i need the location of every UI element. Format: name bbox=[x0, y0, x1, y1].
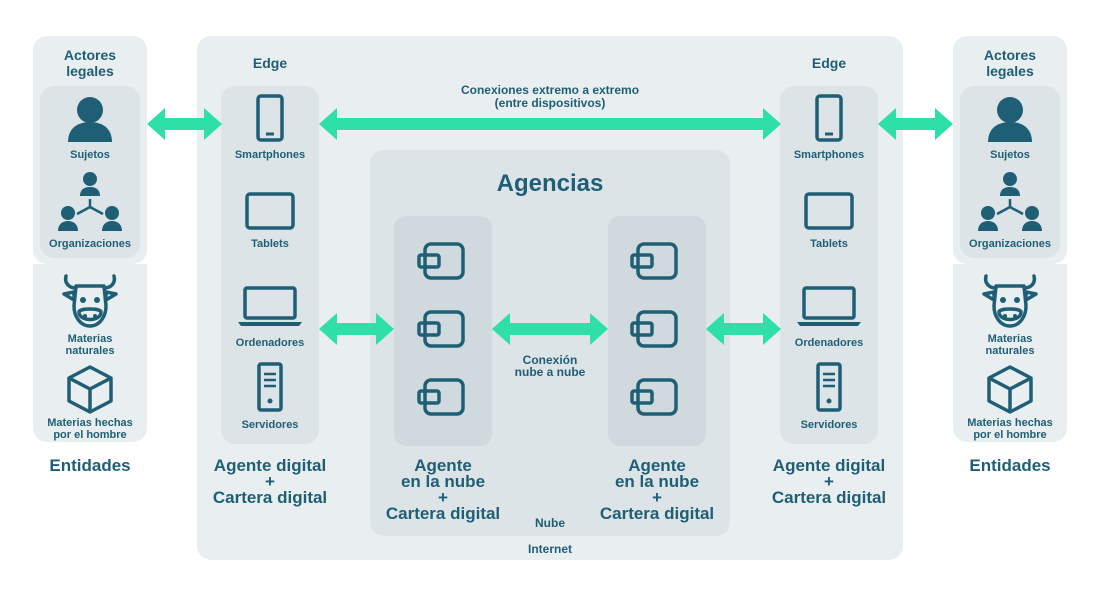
tablet-icon bbox=[245, 192, 295, 230]
cloud-agent-icon bbox=[417, 242, 465, 280]
left-natural-label-1: Materias bbox=[67, 333, 113, 345]
left-manmade-label-2: por el hombre bbox=[53, 429, 127, 441]
cow-icon bbox=[62, 274, 118, 328]
cloud-connection-label-2: nube a nube bbox=[514, 365, 586, 379]
arrow-entities-edge-right bbox=[878, 108, 953, 140]
cube-icon bbox=[987, 365, 1033, 414]
agencies-title: Agencias bbox=[496, 170, 604, 197]
left-entities-label: Entidades bbox=[49, 456, 131, 475]
left-natural-label-2: naturales bbox=[65, 345, 115, 357]
edge-right-servers-label: Servidores bbox=[800, 419, 858, 431]
edge-left-title: Edge bbox=[252, 55, 288, 71]
cloud-agent-icon bbox=[417, 378, 465, 416]
cloud-agent-icon bbox=[630, 378, 678, 416]
edge-right-smartphones-label: Smartphones bbox=[793, 149, 865, 161]
right-entities-label: Entidades bbox=[969, 456, 1051, 475]
arrow-cloud-to-cloud bbox=[492, 313, 608, 345]
cloud-agent-right-label-1: Agente bbox=[628, 456, 686, 475]
smartphone-icon bbox=[256, 94, 284, 142]
server-icon bbox=[816, 362, 842, 412]
end-to-end-label-1: Conexiones extremo a extremo bbox=[460, 83, 640, 97]
cloud-agent-icon bbox=[630, 242, 678, 280]
edge-right-title: Edge bbox=[811, 55, 847, 71]
tablet-icon bbox=[804, 192, 854, 230]
edge-left-servers-label: Servidores bbox=[241, 419, 299, 431]
right-natural-label-2: naturales bbox=[985, 345, 1035, 357]
cloud-agent-left-label-4: Cartera digital bbox=[385, 504, 501, 523]
person-icon bbox=[68, 97, 112, 142]
cube-icon bbox=[67, 365, 113, 414]
cloud-agent-right-label-4: Cartera digital bbox=[599, 504, 715, 523]
right-manmade-label-2: por el hombre bbox=[973, 429, 1047, 441]
cloud-agent-right-column bbox=[608, 216, 706, 446]
cloud-agent-left-label-3: + bbox=[438, 488, 448, 507]
cloud-agent-right-label-2: en la nube bbox=[614, 472, 700, 491]
edge-right-computers-label: Ordenadores bbox=[794, 337, 864, 349]
left-organizations-label: Organizaciones bbox=[49, 238, 131, 250]
edge-left-smartphones-label: Smartphones bbox=[234, 149, 306, 161]
left-manmade-label-1: Materias hechas bbox=[47, 417, 133, 429]
left-legal-actors-title-2: legales bbox=[66, 63, 114, 79]
cloud-agent-left-column bbox=[394, 216, 492, 446]
right-legal-actors-title-1: Actores bbox=[983, 47, 1037, 63]
laptop-icon bbox=[797, 286, 861, 326]
right-natural-label-1: Materias bbox=[987, 333, 1033, 345]
edge-right-agent-label-1: Agente digital bbox=[772, 456, 886, 475]
internet-label: Internet bbox=[527, 542, 572, 556]
right-subjects-label: Sujetos bbox=[990, 149, 1030, 161]
edge-left-tablets-label: Tablets bbox=[251, 238, 289, 250]
edge-left-agent-label-1: Agente digital bbox=[213, 456, 327, 475]
organization-icon bbox=[978, 172, 1042, 231]
edge-left-computers-label: Ordenadores bbox=[235, 337, 305, 349]
edge-left-devices-panel bbox=[221, 86, 319, 444]
laptop-icon bbox=[238, 286, 302, 326]
cow-icon bbox=[982, 274, 1038, 328]
left-legal-actors-title-1: Actores bbox=[63, 47, 117, 63]
cloud-agent-right-label-3: + bbox=[652, 488, 662, 507]
cloud-agent-left-label-1: Agente bbox=[414, 456, 472, 475]
cloud-agent-left-label-2: en la nube bbox=[400, 472, 486, 491]
cloud-agent-icon bbox=[630, 310, 678, 348]
server-icon bbox=[257, 362, 283, 412]
cloud-connection-label-1: Conexión bbox=[522, 353, 578, 367]
arrow-entities-edge-left bbox=[147, 108, 222, 140]
organization-icon bbox=[58, 172, 122, 231]
edge-left-agent-label-2: + bbox=[265, 472, 275, 491]
edge-right-devices-panel bbox=[780, 86, 878, 444]
left-subjects-label: Sujetos bbox=[70, 149, 110, 161]
cloud-label: Nube bbox=[535, 516, 565, 530]
arrow-edge-cloud-left bbox=[319, 313, 394, 345]
edge-right-agent-label-2: + bbox=[824, 472, 834, 491]
right-manmade-label-1: Materias hechas bbox=[967, 417, 1053, 429]
end-to-end-label-2: (entre dispositivos) bbox=[494, 96, 606, 110]
edge-right-tablets-label: Tablets bbox=[810, 238, 848, 250]
edge-right-agent-label-3: Cartera digital bbox=[771, 488, 887, 507]
cloud-agent-icon bbox=[417, 310, 465, 348]
right-legal-actors-title-2: legales bbox=[986, 63, 1034, 79]
right-organizations-label: Organizaciones bbox=[969, 238, 1051, 250]
person-icon bbox=[988, 97, 1032, 142]
smartphone-icon bbox=[815, 94, 843, 142]
arrow-end-to-end bbox=[319, 108, 781, 140]
edge-left-agent-label-3: Cartera digital bbox=[212, 488, 328, 507]
arrow-edge-cloud-right bbox=[706, 313, 781, 345]
